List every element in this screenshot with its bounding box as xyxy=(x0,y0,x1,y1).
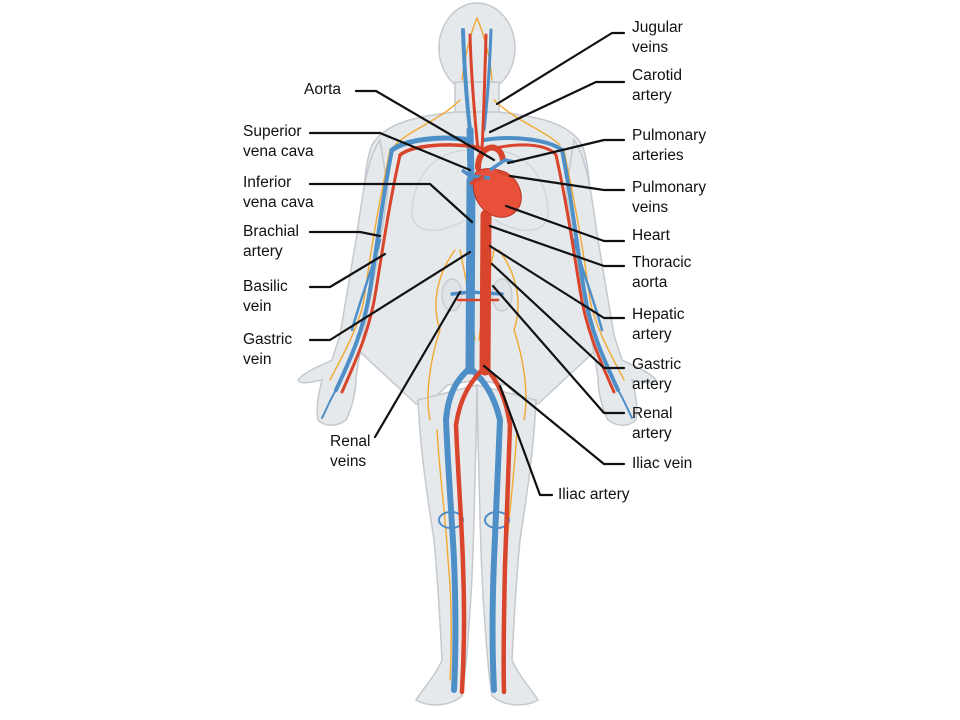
leader-renal-veins xyxy=(373,290,462,439)
label-thoracic-aorta: Thoracic aorta xyxy=(632,254,692,291)
leader-pulmonary-veins xyxy=(508,174,626,192)
label-brachial-artery: Brachial artery xyxy=(243,223,299,260)
label-jugular-veins: Jugular veins xyxy=(632,19,683,56)
leader-inferior-vena-cava xyxy=(308,182,474,224)
leader-pulmonary-arteries xyxy=(506,138,626,165)
leader-iliac-artery xyxy=(498,384,554,497)
label-inferior-vena-cava: Inferior vena cava xyxy=(243,174,314,211)
label-renal-veins: Renal veins xyxy=(330,433,371,470)
leader-renal-artery xyxy=(491,284,626,415)
label-gastric-vein: Gastric vein xyxy=(243,331,293,368)
label-hepatic-artery: Hepatic artery xyxy=(632,306,685,343)
leader-aorta xyxy=(354,89,496,162)
leader-gastric-artery xyxy=(490,262,626,370)
label-iliac-artery: Iliac artery xyxy=(558,486,630,503)
label-heart: Heart xyxy=(632,227,670,244)
leader-jugular-veins xyxy=(495,31,626,106)
label-carotid-artery: Carotid artery xyxy=(632,67,682,104)
label-aorta: Aorta xyxy=(304,81,342,98)
label-renal-artery: Renal artery xyxy=(632,405,673,442)
lungs xyxy=(411,149,549,231)
label-superior-vena-cava: Superior vena cava xyxy=(243,123,314,160)
label-iliac-vein: Iliac vein xyxy=(632,455,693,472)
leader-lines xyxy=(308,31,626,497)
leader-superior-vena-cava xyxy=(308,131,472,172)
leader-carotid-artery xyxy=(488,80,626,134)
leader-brachial-artery xyxy=(308,230,382,238)
leader-thoracic-aorta xyxy=(488,224,626,268)
heart xyxy=(460,158,522,218)
leader-gastric-vein xyxy=(308,250,472,342)
veins xyxy=(321,28,633,693)
label-basilic-vein: Basilic vein xyxy=(243,278,288,315)
leader-heart xyxy=(504,204,626,243)
label-pulmonary-veins: Pulmonary veins xyxy=(632,179,707,216)
label-gastric-artery: Gastric artery xyxy=(632,356,682,393)
leader-basilic-vein xyxy=(308,252,387,289)
leader-hepatic-artery xyxy=(488,244,626,320)
leader-iliac-vein xyxy=(482,364,626,466)
label-pulmonary-arteries: Pulmonary arteries xyxy=(632,127,707,164)
